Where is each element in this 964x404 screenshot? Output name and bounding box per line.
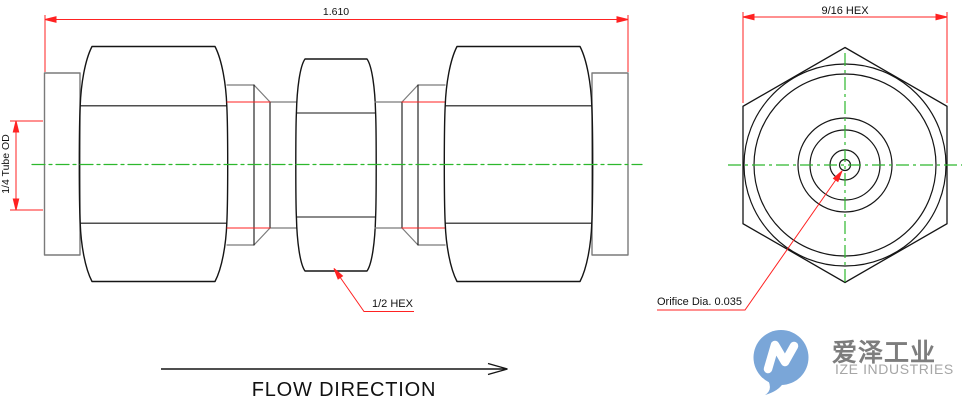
ize-logo-icon [753,330,809,395]
right-gland [374,84,446,246]
center-hex-leader [333,268,414,312]
end-view-centerlines [728,53,962,283]
hex-width-dimension-text: 9/16 HEX [821,5,869,17]
logo-name-english: IZE INDUSTRIES [835,361,954,377]
end-view-drawing [728,46,962,284]
orifice-callout-text: Orifice Dia. 0.035 [657,296,742,308]
left-nut [78,45,229,283]
left-gland [226,84,298,246]
logo-name-chinese: 爱泽工业 [832,339,937,367]
side-view-drawing [31,45,643,283]
tube-od-dimension-text: 1/4 Tube OD [0,134,12,194]
end-view-hexagon [742,46,948,284]
overall-length-dimension [44,15,629,72]
flow-direction-arrow [161,362,508,376]
overall-length-dimension-text: 1.610 [322,6,350,18]
tube-od-dimension [10,120,43,211]
center-hex-callout-text: 1/2 HEX [372,298,413,310]
flow-direction-label: FLOW DIRECTION [251,379,437,401]
orifice-leader [657,170,843,311]
right-nut [443,45,594,283]
hex-width-dimension [742,12,948,103]
center-hex-body [295,58,377,272]
